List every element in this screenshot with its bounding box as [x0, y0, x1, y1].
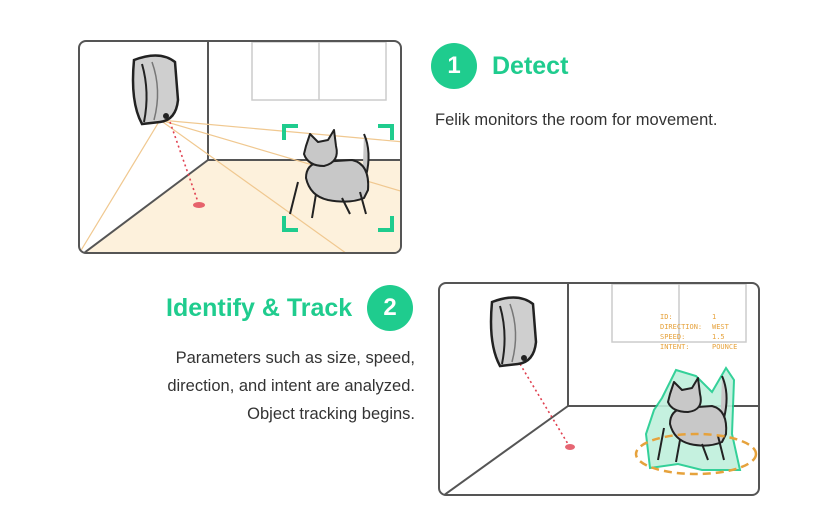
readout-value: WEST	[712, 323, 730, 331]
readout-key: ID:	[660, 313, 673, 321]
cat-icon	[289, 129, 370, 219]
readout-key: SPEED:	[660, 333, 685, 341]
laser-dot	[193, 202, 205, 208]
detect-scene-illustration	[80, 42, 400, 252]
step-2-description: Parameters such as size, speed, directio…	[167, 349, 415, 423]
cat-icon	[657, 375, 728, 463]
readout-key: INTENT:	[660, 343, 690, 351]
track-scene-illustration: ID: 1 DIRECTION: WEST SPEED: 1.5 INTENT:…	[443, 284, 758, 494]
laser-beam	[519, 363, 569, 445]
laser-beam	[169, 121, 199, 203]
step-2-badge: 2	[367, 285, 413, 331]
step-1-badge: 1	[431, 43, 477, 89]
felik-device-icon	[131, 54, 180, 126]
detect-scene-panel	[78, 40, 402, 254]
readout-value: POUNCE	[712, 343, 737, 351]
step-1-description: Felik monitors the room for movement.	[435, 111, 718, 129]
readout-value: 1.5	[712, 333, 725, 341]
step-2-title: Identify & Track	[166, 294, 353, 322]
track-scene-panel: ID: 1 DIRECTION: WEST SPEED: 1.5 INTENT:…	[438, 282, 760, 496]
step-1-title: Detect	[492, 52, 569, 80]
detection-frame	[282, 124, 394, 232]
laser-dot	[565, 444, 575, 450]
readout-key: DIRECTION:	[660, 323, 702, 331]
felik-device-icon	[489, 296, 538, 368]
readout-value: 1	[712, 313, 716, 321]
tracking-readout: ID: 1 DIRECTION: WEST SPEED: 1.5 INTENT:…	[660, 313, 737, 351]
tracking-ellipse	[634, 432, 758, 476]
